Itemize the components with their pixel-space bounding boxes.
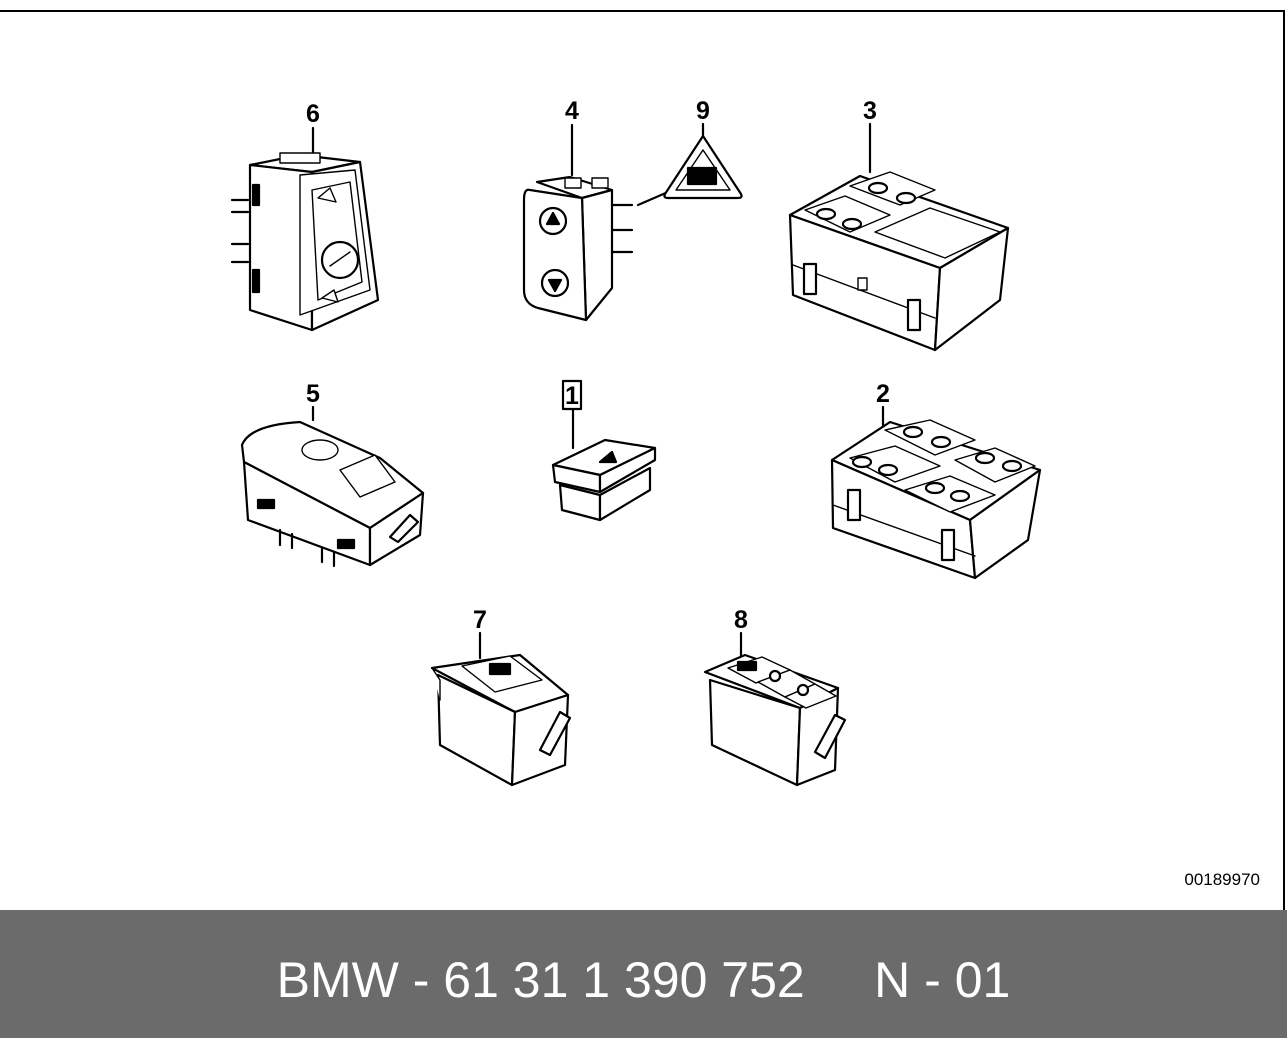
- callout-4: 4: [565, 97, 579, 125]
- part-3-switch-block[interactable]: [788, 122, 1010, 352]
- callout-8: 8: [734, 606, 748, 634]
- callout-2: 2: [876, 380, 890, 408]
- callout-1: 1: [565, 382, 579, 410]
- diagram-reference-number: 00189970: [1184, 870, 1260, 889]
- diagram-frame: [0, 10, 1285, 910]
- callout-6: 6: [306, 100, 320, 128]
- callout-3: 3: [863, 97, 877, 125]
- callout-5: 5: [306, 380, 320, 408]
- parts-diagram: 6 4 9 3 5 1 2 7 8 00189970: [230, 97, 1260, 889]
- part-6-rocker-switch[interactable]: [230, 126, 380, 332]
- part-7-single-button-switch[interactable]: [430, 631, 572, 787]
- part-5-long-switch[interactable]: [240, 405, 425, 568]
- part-4-window-switch[interactable]: [522, 123, 634, 322]
- callout-1-highlight: [561, 379, 583, 411]
- part-1-hazard-switch[interactable]: [551, 379, 657, 522]
- part-2-quad-switch-block[interactable]: [830, 405, 1042, 580]
- part-8-triple-button-switch[interactable]: [703, 631, 847, 787]
- part-number-text: BMW - 61 31 1 390 752 N - 01: [276, 952, 1011, 1008]
- footer-bar: BMW - 61 31 1 390 752 N - 01: [0, 910, 1287, 1038]
- callout-7: 7: [473, 606, 487, 634]
- callout-9: 9: [696, 97, 710, 125]
- part-9-warning-label[interactable]: [636, 122, 743, 207]
